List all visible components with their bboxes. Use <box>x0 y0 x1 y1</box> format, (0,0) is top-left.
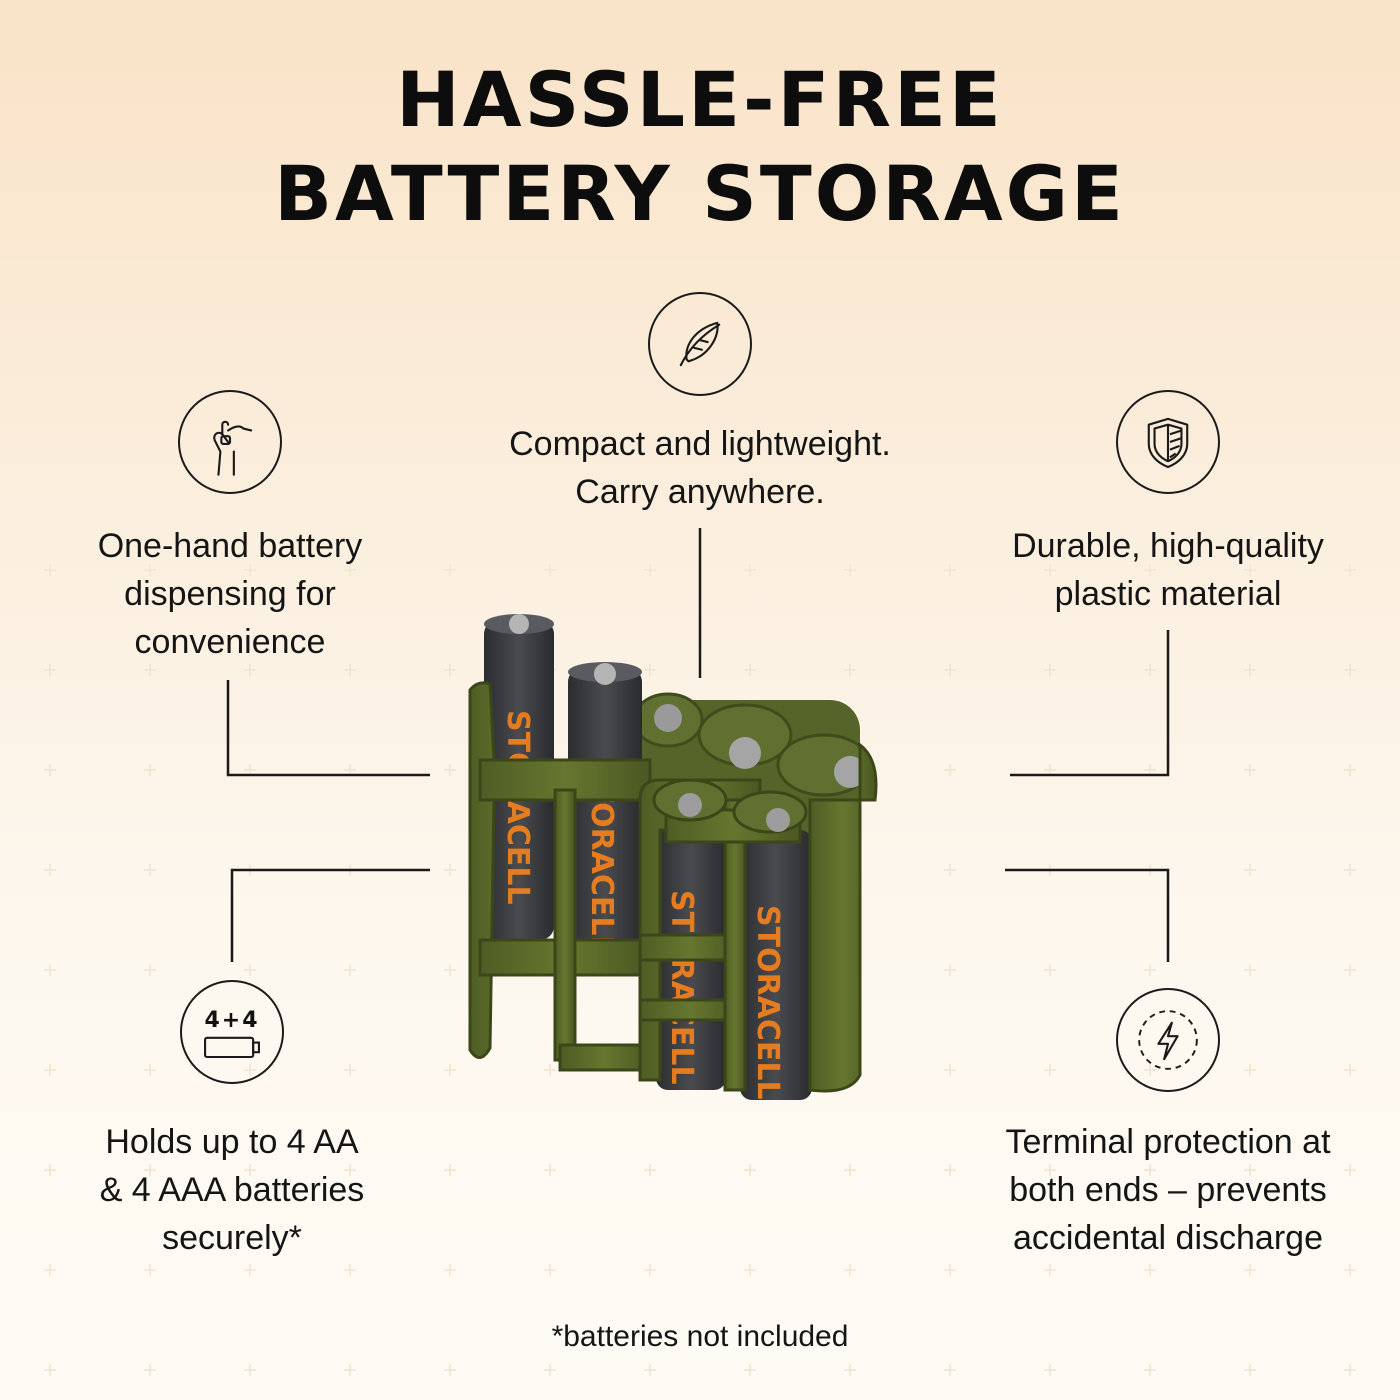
battery-brand-label: STORACELL <box>750 905 785 1100</box>
connector-capacity <box>230 868 430 962</box>
feature-terminal-line-1: Terminal protection at <box>1005 1123 1331 1161</box>
battery-count-icon: 4+4 <box>180 980 284 1084</box>
feature-one-hand-line-1: One-hand battery <box>97 527 363 565</box>
shield-icon <box>1116 390 1220 494</box>
feature-durable: Durable, high-quality plastic material <box>960 522 1376 618</box>
feature-terminal-line-2: both ends – prevents <box>1009 1171 1327 1209</box>
feature-compact: Compact and lightweight. Carry anywhere. <box>470 420 930 516</box>
battery-brand-label: STORACELL <box>500 710 535 905</box>
feature-capacity-line-1: Holds up to 4 AA <box>105 1123 359 1161</box>
lightning-icon <box>1116 988 1220 1092</box>
holder-front-frame <box>468 681 878 1093</box>
feature-one-hand-line-2: dispensing for <box>124 575 336 613</box>
battery-aa-front: STORACELL STORACELL <box>656 810 812 1100</box>
battery-aaa-right: STORACELL <box>568 662 642 968</box>
feature-terminal: Terminal protection at both ends – preve… <box>980 1118 1356 1262</box>
connector-one-hand <box>226 680 430 777</box>
feather-icon <box>648 292 752 396</box>
feature-compact-line-1: Compact and lightweight. <box>509 425 891 463</box>
hand-pinch-icon <box>178 390 282 494</box>
feature-capacity: Holds up to 4 AA & 4 AAA batteries secur… <box>60 1118 404 1262</box>
connector-durable <box>1010 630 1170 777</box>
feature-capacity-line-3: securely* <box>162 1219 302 1257</box>
page-title-line-2: BATTERY STORAGE <box>274 149 1126 238</box>
battery-brand-label: STORACELL <box>664 890 699 1085</box>
battery-count-label: 4+4 <box>204 1008 260 1033</box>
feature-capacity-line-2: & 4 AAA batteries <box>99 1171 365 1209</box>
feature-compact-line-2: Carry anywhere. <box>575 473 825 511</box>
feature-durable-line-1: Durable, high-quality <box>1012 527 1324 565</box>
footnote: *batteries not included <box>551 1320 849 1353</box>
feature-terminal-line-3: accidental discharge <box>1013 1219 1323 1257</box>
feature-one-hand-line-3: convenience <box>134 623 326 661</box>
battery-terminal <box>729 737 761 769</box>
connector-terminal <box>1005 868 1170 962</box>
battery-terminal <box>834 756 866 788</box>
page-title-line-1: HASSLE-FREE <box>396 55 1004 144</box>
battery-terminal <box>654 704 682 732</box>
feature-durable-line-2: plastic material <box>1054 575 1282 613</box>
feature-one-hand: One-hand battery dispensing for convenie… <box>60 522 400 666</box>
